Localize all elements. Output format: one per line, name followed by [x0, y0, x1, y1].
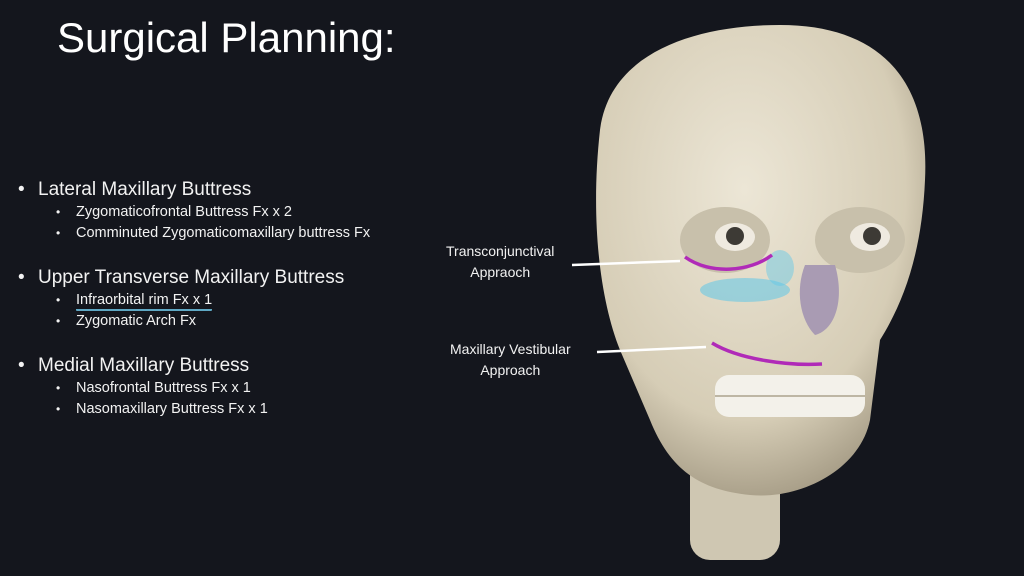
bullet-item: Infraorbital rim Fx x 1 — [18, 290, 370, 311]
skull-illustration — [571, 25, 926, 560]
underlined-item: Infraorbital rim Fx x 1 — [76, 292, 213, 311]
bullet-item: Nasofrontal Buttress Fx x 1 — [18, 378, 370, 399]
bullet-group-lateral: Lateral Maxillary Buttress Zygomaticofro… — [18, 178, 370, 244]
bullet-heading: Lateral Maxillary Buttress — [18, 178, 370, 202]
transconjunctival-label: Transconjunctival Appraoch — [446, 241, 554, 283]
leader-line — [596, 345, 707, 354]
nasal-cavity — [799, 265, 839, 335]
bullet-item: Nasomaxillary Buttress Fx x 1 — [18, 399, 370, 420]
right-iris — [726, 227, 744, 245]
bullet-item: Zygomaticofrontal Buttress Fx x 2 — [18, 202, 370, 223]
slide-title: Surgical Planning: — [57, 14, 396, 61]
bullet-group-medial: Medial Maxillary Buttress Nasofrontal Bu… — [18, 354, 370, 420]
fracture-highlight-2 — [766, 250, 794, 286]
leader-line — [571, 259, 681, 267]
bullet-item: Comminuted Zygomaticomaxillary buttress … — [18, 223, 370, 244]
bullet-item: Zygomatic Arch Fx — [18, 311, 370, 332]
label-line: Maxillary Vestibular — [450, 341, 571, 357]
label-line: Approach — [480, 362, 541, 378]
label-line: Transconjunctival — [446, 243, 555, 259]
bullet-group-upper-transverse: Upper Transverse Maxillary Buttress Infr… — [18, 266, 370, 332]
fracture-highlight — [700, 278, 790, 302]
bullet-heading: Upper Transverse Maxillary Buttress — [18, 266, 370, 290]
label-line: Appraoch — [470, 264, 531, 280]
left-iris — [863, 227, 881, 245]
transconjunctival-incision — [683, 253, 774, 271]
bullet-list: Lateral Maxillary Buttress Zygomaticofro… — [18, 178, 370, 442]
vestibular-label: Maxillary Vestibular Approach — [450, 339, 571, 381]
bullet-heading: Medial Maxillary Buttress — [18, 354, 370, 378]
vestibular-incision — [711, 341, 823, 367]
